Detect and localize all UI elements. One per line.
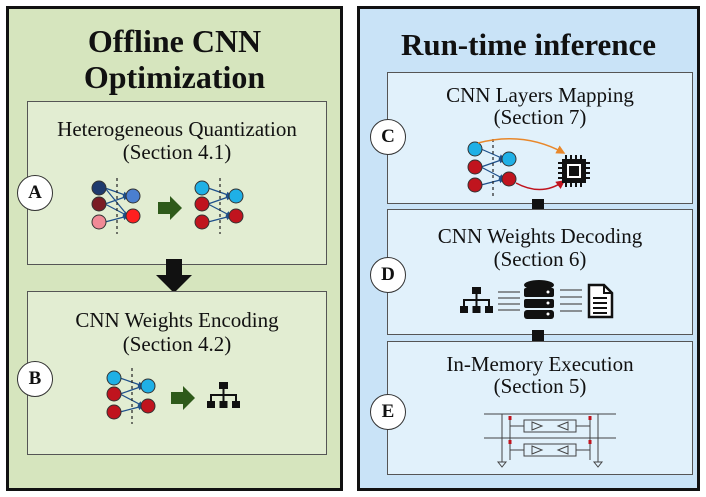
hierarchy-icon — [460, 287, 493, 313]
encoding-step-box: CNN Weights Encoding (Section 4.2) — [27, 291, 327, 455]
right-arrow-icon — [158, 196, 182, 220]
neural-network-icon — [91, 178, 141, 234]
offline-title-line2: Optimization — [83, 59, 266, 95]
quantization-step-title: Heterogeneous Quantization — [57, 117, 297, 141]
document-icon — [587, 283, 614, 319]
offline-panel-title: Offline CNN Optimization — [9, 23, 340, 95]
execution-step-box: In-Memory Execution (Section 5) — [387, 341, 693, 475]
step-d-badge: D — [370, 257, 406, 293]
step-a-badge: A — [17, 175, 53, 211]
step-b-badge: B — [17, 361, 53, 397]
quantization-step-box: Heterogeneous Quantization (Section 4.1) — [27, 101, 327, 265]
decoding-step-title: CNN Weights Decoding — [437, 224, 643, 248]
offline-optimization-panel: Offline CNN Optimization Heterogeneous Q… — [6, 6, 343, 491]
execution-step-title: In-Memory Execution — [446, 352, 634, 376]
mapping-step-box: CNN Layers Mapping (Section 7) — [387, 72, 693, 204]
mapping-step-title: CNN Layers Mapping — [446, 83, 634, 107]
step-e-badge: E — [370, 394, 406, 430]
quantization-figure — [91, 178, 244, 234]
encoding-step-title: CNN Weights Encoding — [75, 308, 279, 332]
encoding-figure — [106, 368, 240, 424]
decoding-step-box: CNN Weights Decoding (Section 6) — [387, 209, 693, 335]
runtime-panel-title: Run-time inference — [400, 27, 657, 62]
data-flow-arrows — [498, 291, 520, 311]
decoding-figure — [460, 280, 614, 319]
encoding-step-section: (Section 4.2) — [122, 332, 232, 356]
execution-step-section: (Section 5) — [493, 374, 587, 398]
offline-title-line1: Offline CNN — [87, 23, 262, 59]
neural-network-icon — [194, 178, 244, 234]
quantization-step-section: (Section 4.1) — [122, 140, 232, 164]
hierarchy-icon — [207, 382, 240, 408]
decoding-step-section: (Section 6) — [493, 247, 587, 271]
neural-network-icon — [106, 368, 156, 424]
mapping-step-section: (Section 7) — [493, 105, 587, 129]
runtime-inference-panel: Run-time inference CNN Layers Mapping (S… — [357, 6, 700, 491]
down-arrow-icon — [156, 259, 192, 293]
right-arrow-icon — [171, 386, 195, 410]
data-flow-arrows — [560, 289, 582, 312]
neural-network-icon — [467, 139, 517, 197]
database-icon — [524, 280, 554, 319]
mapping-figure — [467, 138, 590, 197]
step-c-badge: C — [370, 119, 406, 155]
circuit-icon — [484, 413, 616, 468]
chip-icon — [558, 155, 590, 187]
